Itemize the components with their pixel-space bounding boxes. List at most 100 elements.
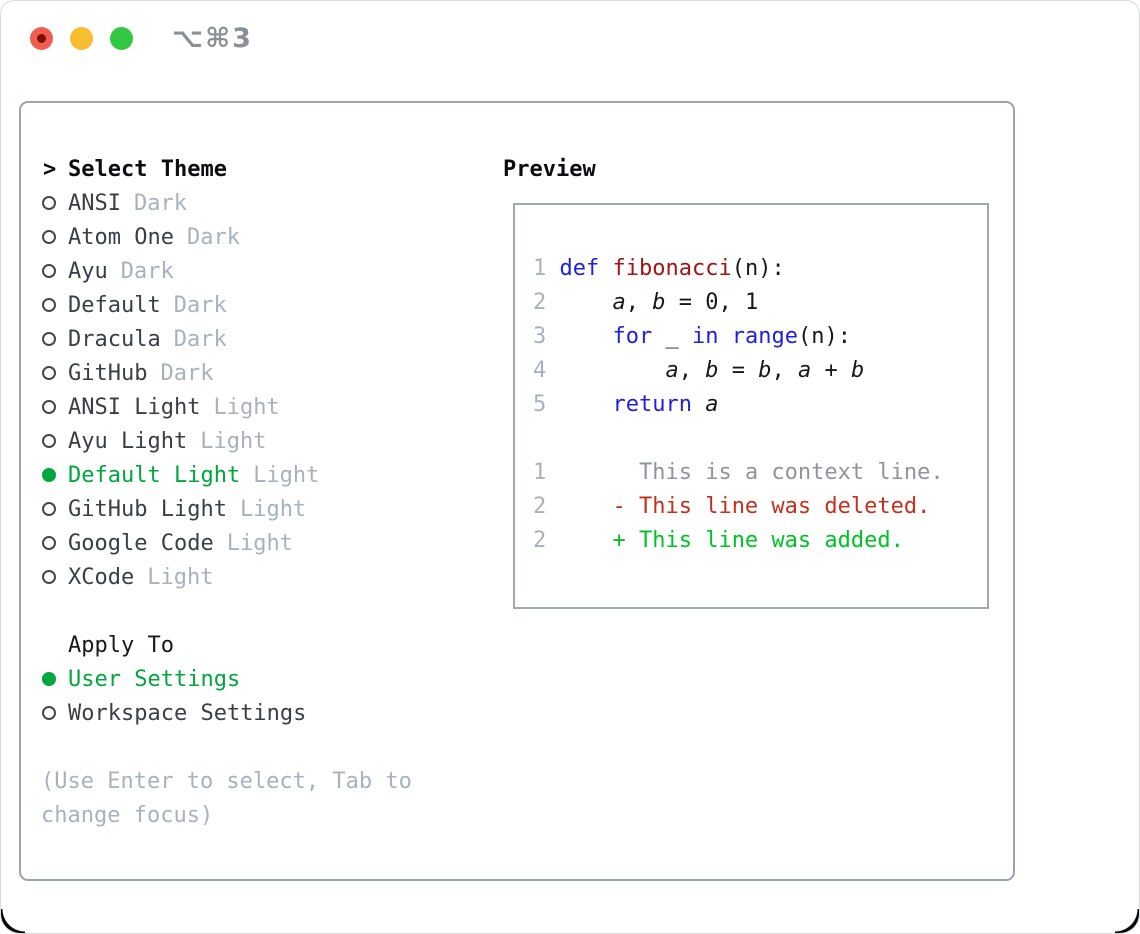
- code-segment: [560, 324, 613, 349]
- radio-icon: [41, 400, 68, 414]
- line-number: 2: [533, 494, 560, 519]
- code-sample: 1 def fibonacci(n): 2 a, b = 0, 1 3 for _ …: [533, 252, 987, 422]
- code-segment: ,: [625, 290, 653, 315]
- line-number: 2: [533, 290, 560, 315]
- code-line: 5 return a: [533, 388, 987, 422]
- theme-variant-tag: Dark: [173, 326, 227, 352]
- theme-variant-tag: Dark: [186, 224, 240, 250]
- code-segment: b: [850, 358, 865, 383]
- preview-header: Preview: [503, 152, 596, 186]
- radio-selected-icon: [41, 672, 68, 686]
- spacer-line: [533, 422, 987, 456]
- code-segment: + This line was added.: [612, 528, 904, 553]
- code-segment: [560, 358, 666, 383]
- radio-dot: [42, 366, 56, 380]
- option-label: Atom One: [68, 224, 174, 250]
- spacer: [41, 730, 491, 764]
- line-number: 2: [533, 528, 560, 553]
- close-dot-icon: [37, 34, 46, 43]
- option-label: ANSI Light: [68, 394, 201, 420]
- theme-variant-tag: Light: [253, 462, 320, 488]
- code-segment: (n):: [797, 324, 851, 349]
- code-segment: def: [559, 256, 600, 281]
- code-segment: +: [811, 358, 851, 383]
- code-segment: range: [731, 324, 798, 349]
- theme-option[interactable]: GitHub Light Light: [41, 492, 491, 526]
- code-segment: ,: [678, 358, 706, 383]
- theme-variant-tag: Dark: [133, 190, 187, 216]
- radio-icon: [41, 536, 68, 550]
- code-segment: [560, 392, 613, 417]
- radio-dot: [42, 536, 56, 550]
- code-line: 4 a, b = b, a + b: [533, 354, 987, 388]
- code-line: 1 def fibonacci(n):: [533, 252, 987, 286]
- diff-sample: 1 This is a context line.2 - This line w…: [533, 456, 987, 558]
- apply-to-header: Apply To: [41, 628, 491, 662]
- code-segment: ,: [771, 358, 798, 383]
- code-segment: for: [612, 324, 653, 349]
- apply-to-title: Apply To: [68, 632, 174, 658]
- radio-icon: [41, 502, 68, 516]
- theme-variant-tag: Dark: [173, 292, 227, 318]
- code-segment: - This line was deleted.: [612, 494, 931, 519]
- hint-line: change focus): [41, 802, 214, 828]
- radio-dot: [42, 196, 56, 210]
- focus-caret-icon: >: [43, 156, 57, 182]
- code-segment: b: [652, 290, 666, 315]
- code-segment: = 0, 1: [665, 290, 759, 315]
- code-segment: [560, 290, 613, 315]
- theme-variant-tag: Light: [213, 394, 280, 420]
- code-segment: in: [691, 324, 719, 349]
- line-number: 1: [533, 256, 560, 281]
- minimize-button[interactable]: [70, 27, 93, 50]
- radio-dot: [42, 570, 56, 584]
- apply-to-option[interactable]: Workspace Settings: [41, 696, 491, 730]
- line-number: 1: [533, 460, 560, 485]
- option-label: User Settings: [68, 666, 241, 692]
- line-number: 3: [533, 324, 560, 349]
- radio-selected-icon: [41, 468, 68, 482]
- code-segment: [718, 324, 731, 349]
- code-segment: a: [797, 358, 812, 383]
- option-label: Dracula: [68, 326, 161, 352]
- theme-option[interactable]: Dracula Dark: [41, 322, 491, 356]
- option-label: GitHub Light: [68, 496, 227, 522]
- close-button[interactable]: [30, 27, 53, 50]
- theme-variant-tag: Light: [239, 496, 307, 522]
- theme-variant-tag: Dark: [160, 360, 214, 386]
- preview-content: 1 def fibonacci(n): 2 a, b = 0, 1 3 for _ …: [515, 205, 987, 558]
- window-titlebar: ⌥⌘3: [30, 23, 253, 54]
- radio-dot: [42, 298, 56, 312]
- apply-to-option[interactable]: User Settings: [41, 662, 491, 696]
- code-segment: (n):: [731, 256, 785, 281]
- zoom-button[interactable]: [110, 27, 133, 50]
- radio-icon: [41, 264, 68, 278]
- option-label: Workspace Settings: [68, 700, 307, 726]
- window-bottom-right-corner: [1115, 909, 1139, 933]
- code-segment: [560, 528, 613, 553]
- radio-icon: [41, 706, 68, 720]
- code-line: 3 for _ in range(n):: [533, 320, 987, 354]
- select-theme-header: > Select Theme: [41, 152, 491, 186]
- preview-title: Preview: [503, 156, 596, 182]
- preview-box: 1 def fibonacci(n): 2 a, b = 0, 1 3 for _ …: [513, 203, 989, 609]
- radio-icon: [41, 230, 68, 244]
- radio-icon: [41, 366, 68, 380]
- radio-dot: [42, 332, 56, 346]
- theme-option[interactable]: ANSI Light Light: [41, 390, 491, 424]
- theme-variant-tag: Light: [147, 564, 214, 590]
- radio-icon: [41, 196, 68, 210]
- theme-option[interactable]: Atom One Dark: [41, 220, 491, 254]
